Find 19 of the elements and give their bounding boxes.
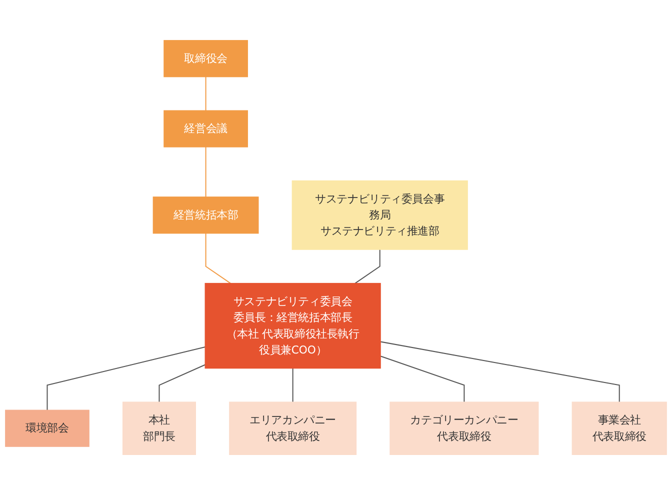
- node-box: サステナビリティ委員会事務局 サステナビリティ推進部: [292, 180, 468, 250]
- connector: [205, 146, 206, 197]
- node-box: カテゴリーカンパニー 代表取締役: [390, 402, 539, 455]
- connector: [205, 76, 206, 111]
- node-box: サステナビリティ委員会 委員長：経営統括本部長 （本社 代表取締役社長執行役員兼COO）: [204, 282, 381, 369]
- node-box: 経営統括本部: [152, 196, 259, 234]
- connector: [292, 368, 294, 402]
- connector: [354, 250, 380, 284]
- node-box: 経営会議: [164, 110, 248, 148]
- node-box: 取締役会: [164, 40, 248, 78]
- connector: [380, 341, 620, 402]
- node-box: エリアカンパニー 代表取締役: [229, 402, 357, 455]
- node-box: 本社 部門長: [122, 402, 196, 455]
- connector: [46, 346, 206, 410]
- connector: [205, 233, 231, 284]
- connector: [158, 364, 206, 402]
- node-box: 事業会社 代表取締役: [572, 402, 667, 455]
- connector: [380, 356, 465, 402]
- node-box: 環境部会: [5, 410, 90, 447]
